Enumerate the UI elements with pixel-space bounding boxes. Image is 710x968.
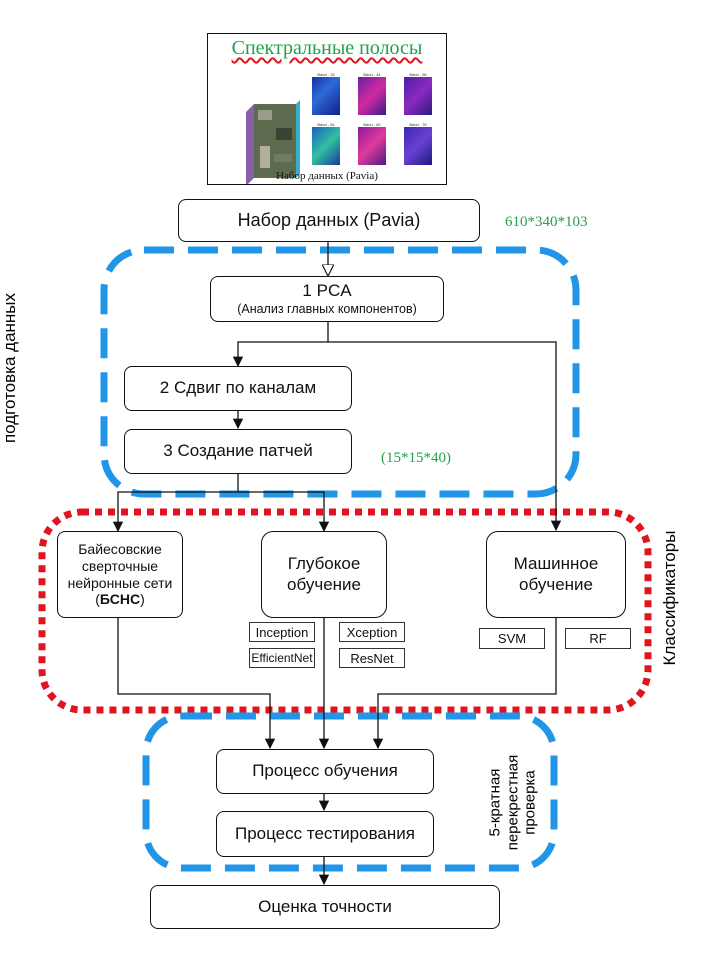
node-training: Процесс обучения: [216, 749, 434, 794]
dataset-panel: Спектральные полосы Band - 15 Band - 44 …: [207, 33, 447, 185]
model-resnet: ResNet: [339, 648, 405, 668]
node-testing-label: Процесс тестирования: [235, 823, 415, 843]
band-thumb: Band - 44: [352, 72, 392, 118]
band-thumb: Band - 84: [306, 122, 346, 168]
node-training-label: Процесс обучения: [252, 761, 398, 781]
arrow-bcnn-training: [117, 618, 276, 750]
hyperspectral-cube-image: [246, 100, 300, 184]
arrow-pca-shift: [232, 322, 329, 368]
group-classifiers-label: Классификаторы: [660, 530, 679, 666]
node-machine-learning: Машинное обучение: [486, 531, 626, 618]
model-efficientnet: EfficientNet: [249, 648, 315, 668]
node-channel-shift: 2 Сдвиг по каналам: [124, 366, 352, 411]
bcnn-abbreviation: БСНС: [99, 591, 141, 608]
node-accuracy: Оценка точности: [150, 885, 500, 929]
arrow-patches-bcnn: [112, 474, 239, 533]
model-rf: RF: [565, 628, 631, 649]
node-deep-learning: Глубокое обучение: [261, 531, 387, 618]
node-testing: Процесс тестирования: [216, 811, 434, 857]
node-pca: 1 PCA (Анализ главных компонентов): [210, 276, 444, 322]
node-dataset: Набор данных (Pavia): [178, 199, 480, 242]
node-dataset-label: Набор данных (Pavia): [237, 209, 421, 230]
node-pca-subtitle: (Анализ главных компонентов): [237, 301, 417, 316]
model-xception: Xception: [339, 622, 405, 642]
dataset-size-label: 610*340*103: [505, 214, 588, 230]
group-classifiers-outline: [38, 508, 652, 714]
node-pca-title: 1 PCA: [302, 281, 352, 301]
model-svm: SVM: [479, 628, 545, 649]
node-patches-label: 3 Создание патчей: [163, 441, 313, 461]
dataset-panel-caption: Набор данных (Pavia): [276, 170, 378, 182]
patch-size-label: (15*15*40): [381, 450, 451, 466]
model-inception: Inception: [249, 622, 315, 642]
group-preprocessing-label: подготовка данных: [0, 292, 19, 444]
arrow-patches-deep: [238, 491, 330, 533]
band-grid: Band - 15 Band - 44 Band - 56 Band - 84 …: [306, 72, 442, 172]
band-thumb: Band - 15: [306, 72, 346, 118]
group-cv-label: 5-кратная перекрестная проверка: [486, 754, 539, 851]
group-preprocessing-outline: [100, 246, 580, 498]
dataset-panel-title: Спектральные полосы: [231, 37, 423, 59]
band-thumb: Band - 56: [398, 72, 438, 118]
band-thumb: Band - 82: [352, 122, 392, 168]
arrow-pca-ml: [328, 341, 562, 532]
band-thumb: Band - 76: [398, 122, 438, 168]
node-bcnn: Байесовские сверточные нейронные сети (Б…: [57, 531, 183, 618]
arrow-ml-training: [372, 618, 557, 750]
node-channel-shift-label: 2 Сдвиг по каналам: [159, 378, 317, 398]
node-patches: 3 Создание патчей: [124, 429, 352, 474]
node-accuracy-label: Оценка точности: [258, 896, 392, 916]
